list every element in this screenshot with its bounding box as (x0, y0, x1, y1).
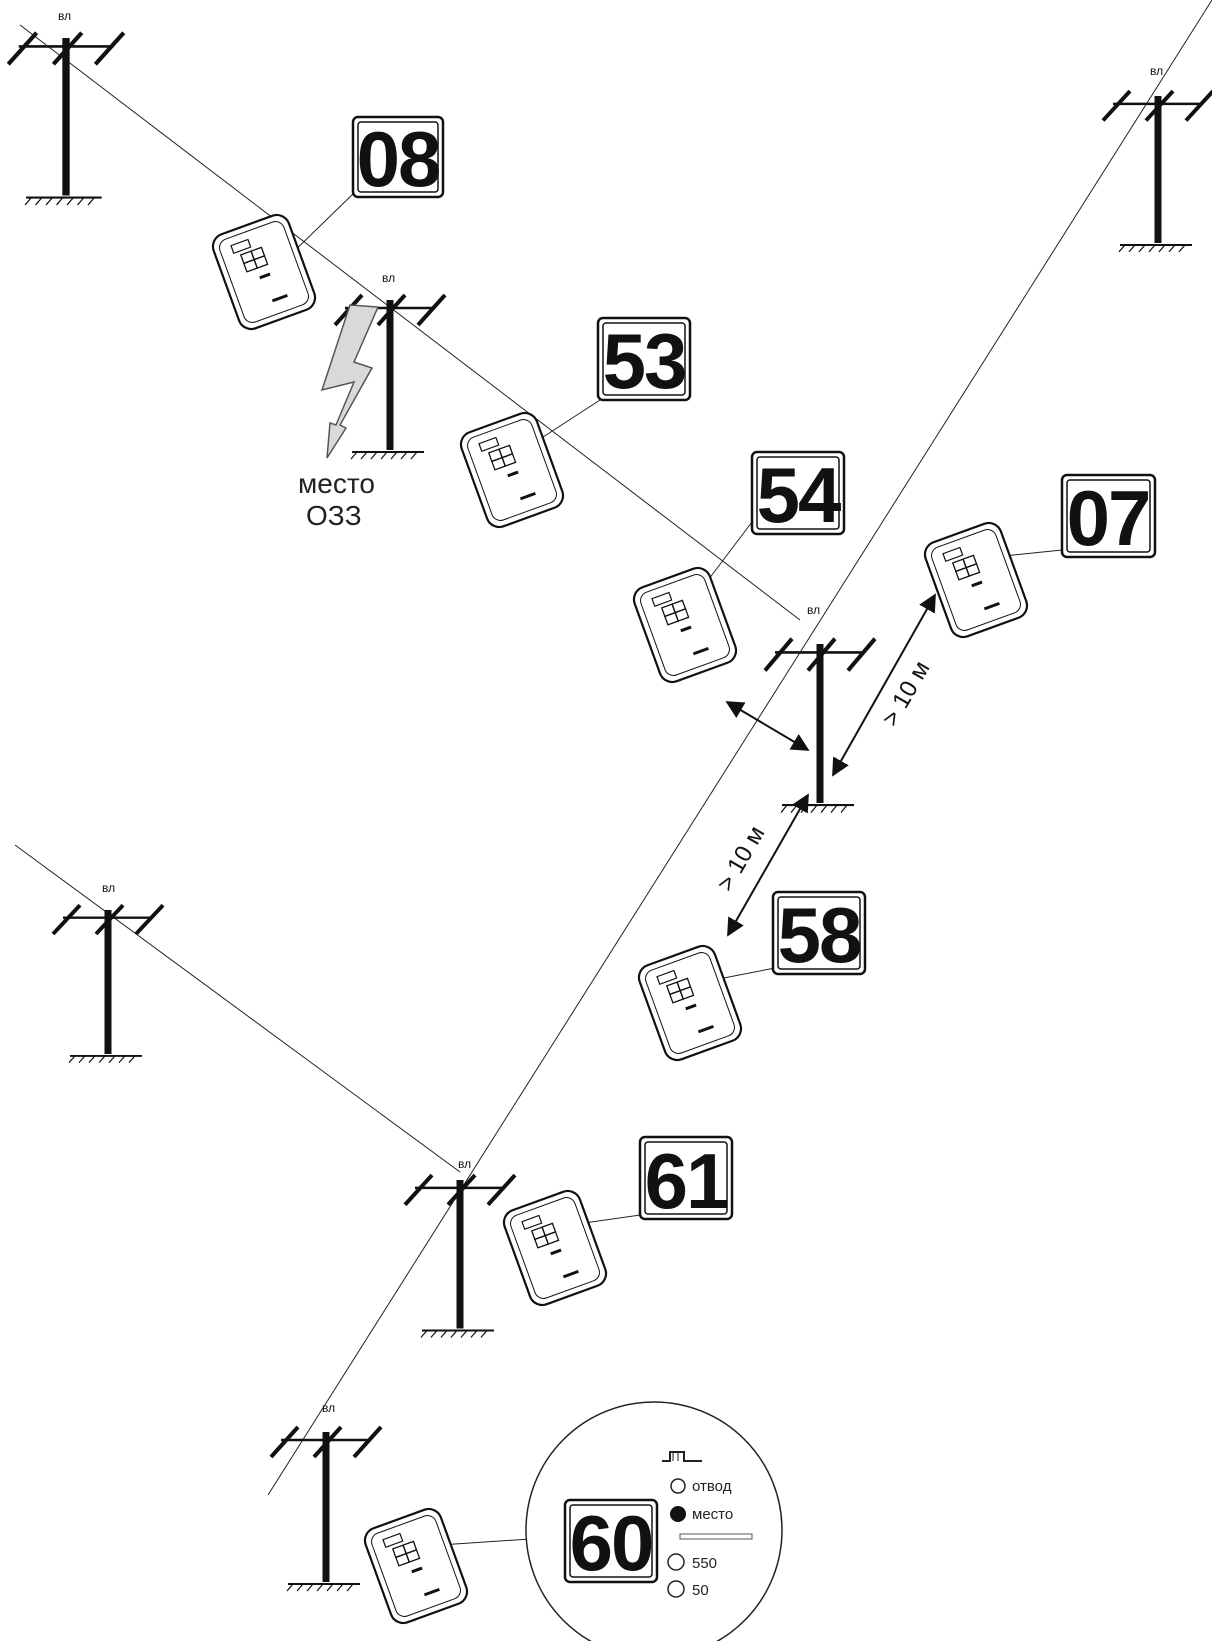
power-pole: вл (53, 881, 163, 1063)
device-number-61: 61 (638, 1135, 734, 1225)
fault-location-label: место ОЗЗ (298, 468, 375, 531)
zoom-divider (679, 1533, 753, 1540)
svg-text:вл: вл (807, 603, 820, 617)
svg-text:ОЗЗ: ОЗЗ (306, 500, 362, 531)
svg-text:отвод: отвод (692, 1478, 732, 1495)
radio-filled-icon (670, 1506, 686, 1522)
radio-empty-icon (667, 1580, 685, 1598)
svg-text:вл: вл (382, 271, 395, 285)
svg-text:50: 50 (692, 1582, 709, 1599)
power-pole-central: вл (765, 603, 875, 813)
svg-text:место: место (692, 1506, 733, 1523)
radio-empty-icon (670, 1478, 686, 1494)
power-line-1 (19, 24, 801, 621)
svg-text:вл: вл (458, 1157, 471, 1171)
distance-arrow (725, 701, 810, 751)
svg-text:вл: вл (102, 881, 115, 895)
zoom-option: отвод (670, 1478, 732, 1495)
power-pole: вл (1103, 64, 1212, 252)
power-pole: вл (405, 1157, 515, 1337)
device-number-07: 07 (1060, 473, 1157, 562)
svg-text:550: 550 (692, 1555, 717, 1572)
device-number-54: 54 (750, 450, 846, 539)
radio-empty-icon (667, 1553, 685, 1571)
power-pole: вл (271, 1401, 381, 1591)
device-number-58: 58 (771, 890, 867, 979)
lightning-bolt-icon (320, 304, 380, 459)
svg-text:58: 58 (778, 891, 861, 979)
indicator-device (498, 1185, 612, 1311)
indicator-device (628, 562, 742, 688)
power-line-2 (267, 0, 1212, 1496)
power-pole-fault: вл (335, 271, 445, 459)
svg-text:60: 60 (570, 1499, 653, 1587)
indicator-device (455, 407, 569, 533)
indicator-device (633, 940, 747, 1066)
distance-arrow-lower (727, 793, 809, 937)
indicator-device (207, 209, 321, 335)
distance-label-upper: > 10 м (877, 656, 936, 731)
distance-label-lower: > 10 м (712, 821, 771, 896)
svg-text:вл: вл (58, 9, 71, 23)
svg-text:54: 54 (757, 451, 841, 539)
pulse-icon (662, 1451, 702, 1462)
device-number-08: 08 (351, 115, 445, 203)
indicator-device (359, 1503, 473, 1629)
svg-text:вл: вл (322, 1401, 335, 1415)
device-number-53: 53 (596, 316, 692, 405)
svg-text:07: 07 (1067, 474, 1150, 562)
svg-text:вл: вл (1150, 64, 1163, 78)
svg-text:08: 08 (357, 115, 440, 203)
power-pole: вл (8, 9, 124, 205)
device-number-60: 60 (563, 1498, 659, 1587)
svg-text:53: 53 (603, 317, 686, 405)
indicator-device (919, 517, 1033, 643)
svg-text:место: место (298, 468, 375, 499)
power-line-3 (14, 844, 461, 1173)
zoom-option: 50 (667, 1580, 709, 1599)
svg-text:61: 61 (645, 1137, 728, 1225)
zoom-option: 550 (667, 1553, 717, 1572)
zoom-option: место (670, 1506, 733, 1523)
distance-arrow-upper (832, 593, 936, 777)
